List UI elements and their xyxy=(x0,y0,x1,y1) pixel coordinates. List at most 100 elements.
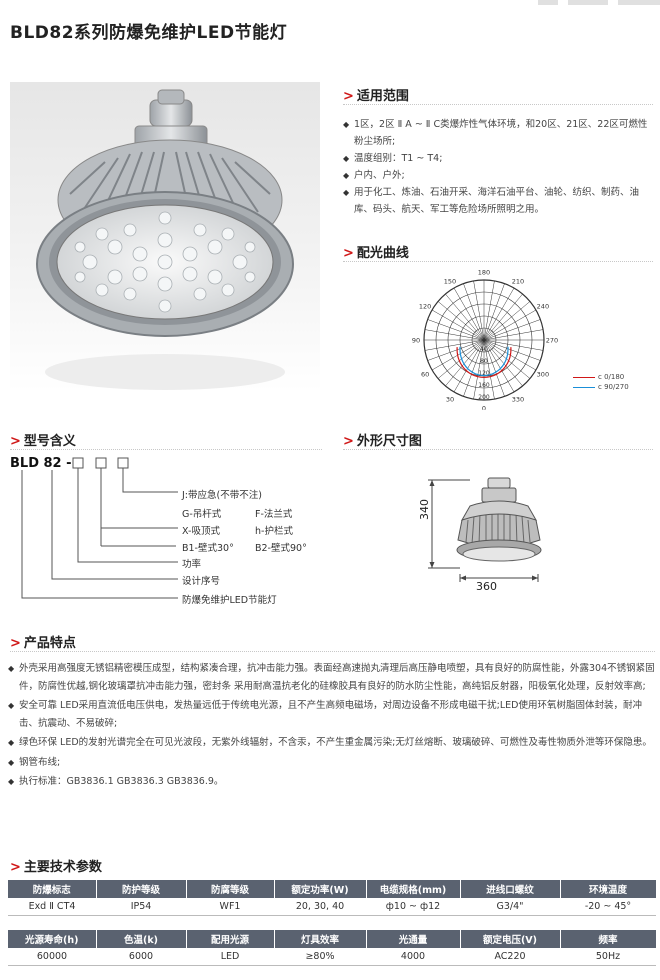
angle-label: 180 xyxy=(478,270,490,277)
list-item: 温度组别：T1 ~ T4; xyxy=(343,150,655,167)
table-header: 防护等级 xyxy=(96,880,187,898)
polar-spoke xyxy=(424,329,485,341)
feature-item: 外壳采用高强度无锈铝精密模压成型，结构紧凑合理，抗冲击能力强。表面经高速抛丸清理… xyxy=(8,660,656,695)
polar-spoke xyxy=(445,293,485,341)
table-header: 频率 xyxy=(560,930,657,948)
table-header: 光源寿命(h) xyxy=(8,930,97,948)
angle-label: 210 xyxy=(512,278,524,286)
table-cell: IP54 xyxy=(96,898,186,916)
divider xyxy=(343,261,653,262)
label-emergency: J:带应急(不带不注) xyxy=(182,490,262,501)
table-cell: LED xyxy=(186,948,274,966)
angle-label: 60 xyxy=(421,371,429,379)
table-header-row: 防爆标志 防护等级 防腐等级 额定功率(W) 电缆规格(mm) 进线口螺纹 环境… xyxy=(8,880,657,898)
table-cell: 6000 xyxy=(96,948,186,966)
polar-spoke xyxy=(483,339,495,400)
radial-label: 40 xyxy=(480,346,488,353)
polar-spoke xyxy=(483,309,537,341)
divider xyxy=(343,104,653,105)
feature-item: 绿色环保 LED的发射光谱完全在可见光波段，无紫外线辐射，不含汞，不产生重金属污… xyxy=(8,734,656,752)
polar-spoke xyxy=(437,339,485,379)
table-row: 60000 6000 LED ≥80% 4000 AC220 50Hz xyxy=(8,948,656,966)
polar-spoke xyxy=(483,293,523,341)
table-cell: 4000 xyxy=(366,948,460,966)
polar-spoke xyxy=(483,339,541,361)
dimension-height: 340 xyxy=(418,499,431,520)
table-row: Exd Ⅱ CT4 IP54 WF1 20, 30, 40 ф10 ~ ф12 … xyxy=(8,898,656,916)
radial-label: 200 xyxy=(478,394,490,401)
label-design-no: 设计序号 xyxy=(182,576,221,587)
label-wall30: B1-壁式30° xyxy=(182,543,234,554)
section-parameters: >主要技术参数 xyxy=(10,860,102,875)
section-features: >产品特点 xyxy=(10,636,76,651)
table-header: 电缆规格(mm) xyxy=(366,880,461,898)
polar-spoke xyxy=(445,339,485,387)
feature-item: 钢管布线; xyxy=(8,754,656,772)
table-header: 额定功率(W) xyxy=(274,880,367,898)
polar-spoke xyxy=(483,319,541,341)
polar-spoke xyxy=(473,339,485,400)
table-cell: WF1 xyxy=(186,898,274,916)
spec-table-2: 光源寿命(h) 色温(k) 配用光源 灯具效率 光通量 额定电压(V) 频率 6… xyxy=(8,930,657,966)
table-cell: 20, 30, 40 xyxy=(274,898,366,916)
table-header: 光通量 xyxy=(366,930,461,948)
dimension-drawing xyxy=(428,477,542,582)
polar-spoke xyxy=(427,339,485,361)
table-cell: 50Hz xyxy=(560,948,656,966)
polar-spoke xyxy=(463,283,485,341)
angle-label: 270 xyxy=(546,337,558,345)
table-cell: G3/4" xyxy=(460,898,560,916)
angle-label: 120 xyxy=(419,303,431,311)
polar-spoke xyxy=(483,301,531,341)
label-guard: h-护栏式 xyxy=(255,526,293,537)
table-cell: AC220 xyxy=(460,948,560,966)
table-header: 色温(k) xyxy=(96,930,187,948)
application-list: 1区，2区 Ⅱ A ~ Ⅱ C类爆炸性气体环境，和20区、21区、22区可燃性粉… xyxy=(343,116,655,218)
polar-spoke xyxy=(473,280,485,341)
table-cell: ф10 ~ ф12 xyxy=(366,898,460,916)
polar-spoke xyxy=(483,339,531,379)
table-header: 防爆标志 xyxy=(8,880,97,898)
legend-item-c0: c 0/180 xyxy=(573,372,629,382)
legend-swatch xyxy=(573,386,595,388)
section-light-curve: >配光曲线 xyxy=(343,246,409,261)
polar-spoke xyxy=(427,319,485,341)
table-cell: Exd Ⅱ CT4 xyxy=(8,898,96,916)
feature-item: 安全可靠 LED采用直流低电压供电，发热量远低于传统电光源，且不产生高频电磁场，… xyxy=(8,697,656,732)
model-code: BLD 82 - xyxy=(10,456,72,471)
feature-item: 执行标准：GB3836.1 GB3836.3 GB3836.9。 xyxy=(8,773,656,791)
table-header: 防腐等级 xyxy=(186,880,275,898)
radial-label: 120 xyxy=(478,370,490,377)
polar-spoke xyxy=(424,339,485,351)
polar-spoke xyxy=(483,339,515,393)
section-application: >适用范围 xyxy=(343,89,409,104)
angle-label: 0 xyxy=(482,405,486,411)
angle-label: 240 xyxy=(537,303,549,311)
polar-spoke xyxy=(437,301,485,341)
spec-table-1: 防爆标志 防护等级 防腐等级 额定功率(W) 电缆规格(mm) 进线口螺纹 环境… xyxy=(8,880,657,916)
angle-label: 150 xyxy=(444,278,456,286)
list-item: 用于化工、炼油、石油开采、海洋石油平台、油轮、纺织、制药、油库、码头、航天、军工… xyxy=(343,184,655,218)
angle-label: 300 xyxy=(537,371,549,379)
legend: c 0/180 c 90/270 xyxy=(573,372,629,392)
features-list: 外壳采用高强度无锈铝精密模压成型，结构紧凑合理，抗冲击能力强。表面经高速抛丸清理… xyxy=(8,660,656,791)
polar-spoke xyxy=(431,309,485,341)
page-title: BLD82系列防爆免维护LED节能灯 xyxy=(10,23,288,43)
legend-item-c90: c 90/270 xyxy=(573,382,629,392)
section-dimensions: >外形尺寸图 xyxy=(343,434,422,449)
polar-spoke xyxy=(483,339,544,351)
label-pendant: G-吊杆式 xyxy=(182,509,222,520)
table-header-row: 光源寿命(h) 色温(k) 配用光源 灯具效率 光通量 额定电压(V) 频率 xyxy=(8,930,657,948)
label-power: 功率 xyxy=(182,559,202,570)
radial-label: 80 xyxy=(480,358,488,365)
dimension-width: 360 xyxy=(476,580,497,593)
polar-spoke xyxy=(453,287,485,341)
table-cell: ≥80% xyxy=(274,948,366,966)
table-cell: 60000 xyxy=(8,948,96,966)
label-wall90: B2-壁式90° xyxy=(255,543,307,554)
table-header: 灯具效率 xyxy=(274,930,367,948)
polar-spoke xyxy=(483,329,544,341)
table-header: 额定电压(V) xyxy=(460,930,561,948)
table-header: 环境温度 xyxy=(560,880,657,898)
legend-swatch xyxy=(573,376,595,378)
